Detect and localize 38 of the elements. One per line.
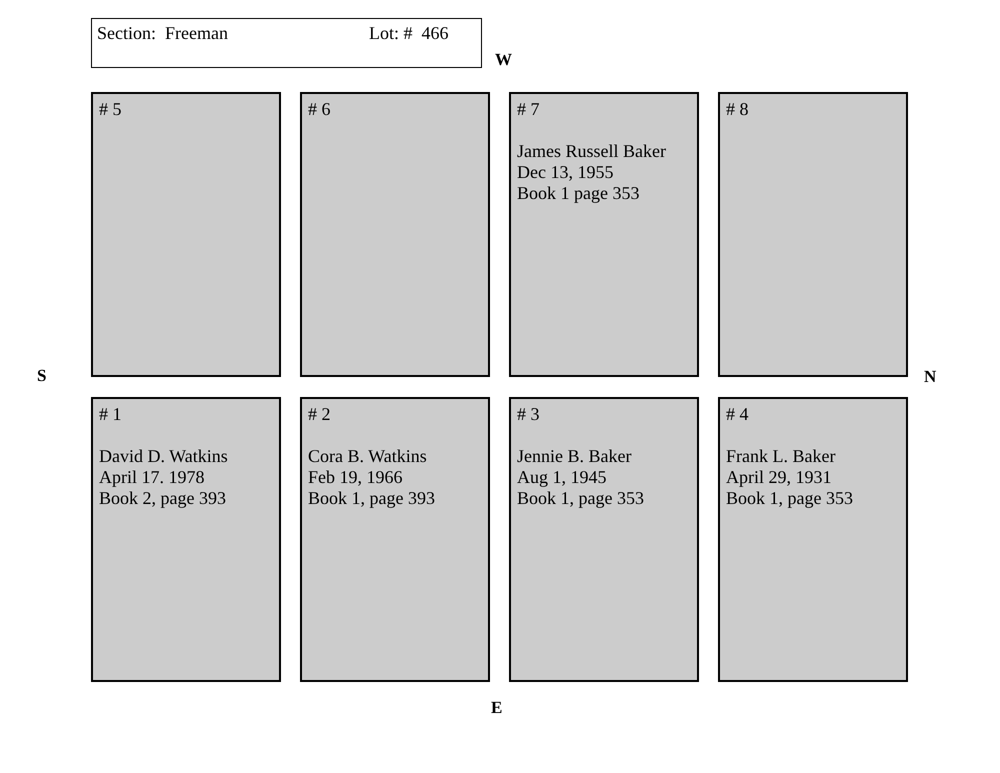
plot-number: # 1	[99, 404, 122, 425]
plot-number: # 4	[726, 404, 748, 425]
grave-plot	[509, 397, 699, 682]
grave-plot	[300, 397, 490, 682]
compass-direction: W	[495, 50, 512, 70]
grave-plot	[91, 397, 281, 682]
burial-date: April 29, 1931	[726, 467, 832, 488]
plot-number: # 8	[726, 99, 748, 120]
burial-date: Dec 13, 1955	[517, 162, 614, 183]
plot-number: # 5	[99, 99, 122, 120]
book-reference: Book 1, page 353	[517, 488, 644, 509]
grave-plot	[509, 92, 699, 377]
book-reference: Book 1, page 353	[726, 488, 853, 509]
grave-plot	[300, 92, 490, 377]
lot-label: Lot: # 466	[369, 23, 448, 44]
book-reference: Book 1 page 353	[517, 183, 640, 204]
plot-number: # 6	[308, 99, 330, 120]
book-reference: Book 1, page 393	[308, 488, 435, 509]
grave-plot	[718, 92, 908, 377]
book-reference: Book 2, page 393	[99, 488, 226, 509]
burial-name: Jennie B. Baker	[517, 446, 632, 467]
header-box	[91, 18, 482, 68]
burial-name: Cora B. Watkins	[308, 446, 427, 467]
grave-plot	[91, 92, 281, 377]
grave-plot	[718, 397, 908, 682]
plot-number: # 7	[517, 99, 540, 120]
burial-name: Frank L. Baker	[726, 446, 836, 467]
burial-date: Feb 19, 1966	[308, 467, 402, 488]
compass-direction: S	[37, 366, 46, 386]
burial-name: James Russell Baker	[517, 141, 666, 162]
compass-direction: E	[491, 698, 502, 718]
compass-direction: N	[924, 367, 936, 387]
burial-date: April 17. 1978	[99, 467, 204, 488]
burial-name: David D. Watkins	[99, 446, 228, 467]
burial-date: Aug 1, 1945	[517, 467, 606, 488]
section-label: Section: Freeman	[97, 23, 228, 44]
plot-number: # 2	[308, 404, 330, 425]
plot-number: # 3	[517, 404, 540, 425]
